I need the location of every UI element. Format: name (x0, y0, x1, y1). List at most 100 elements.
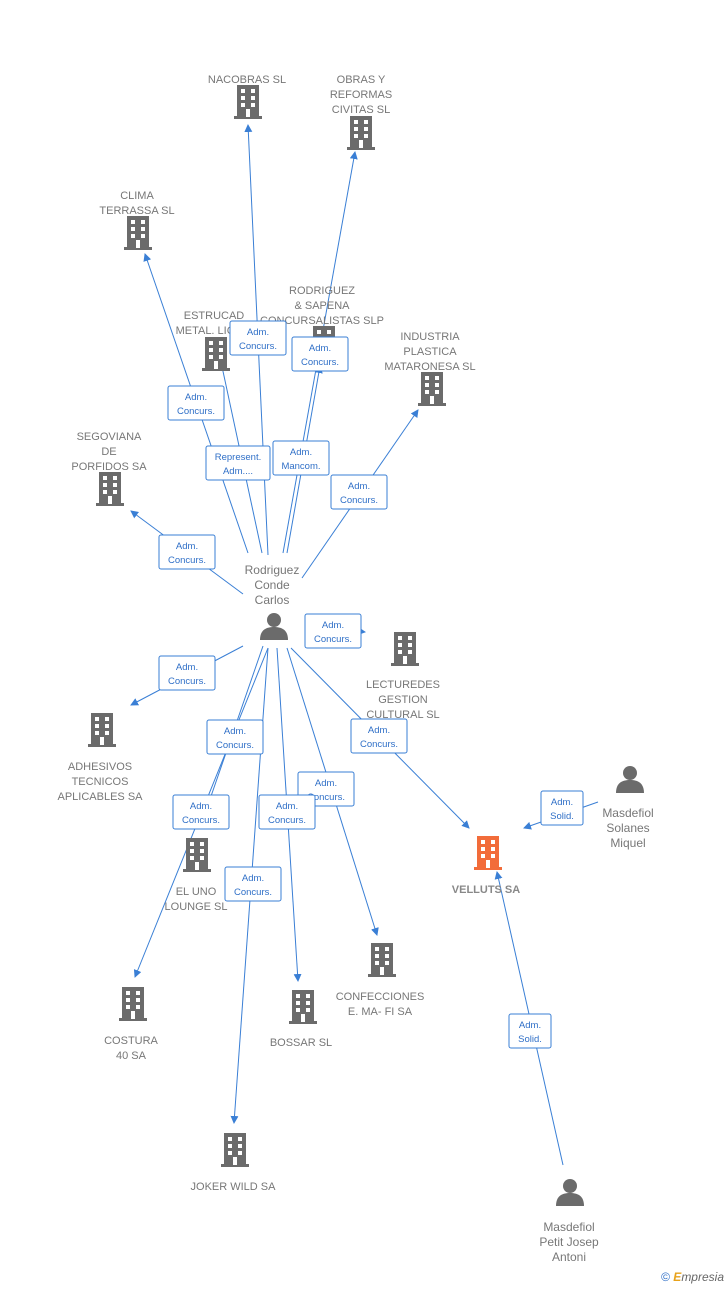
edge-label-text: Represent. (215, 452, 261, 463)
person-icon (260, 613, 288, 640)
edge-label-text: Adm. (322, 620, 344, 631)
edge-label-text: Adm. (315, 778, 337, 789)
company-label-nacobras: NACOBRAS SL (208, 74, 286, 86)
edge-label-text: Concurs. (307, 792, 345, 803)
edge-label-box (350, 718, 408, 754)
company-node-velluts[interactable]: VELLUTS SA (452, 836, 521, 896)
edge-label-text: Adm. (368, 725, 390, 736)
edge-label-text: Adm. (176, 541, 198, 552)
edge-label-text: Concurs. (268, 815, 306, 826)
company-label-industria: MATARONESA SL (384, 361, 475, 373)
company-label-industria: INDUSTRIA (400, 331, 460, 343)
company-node-segoviana[interactable]: SEGOVIANA DE PORFIDOS SA (71, 431, 147, 506)
brand-logo-initial: E (673, 1270, 682, 1284)
edge-label-text: Concurs. (177, 406, 215, 417)
edge-label-text: Concurs. (314, 634, 352, 645)
company-label-lecturedes: GESTION (378, 694, 428, 706)
edge-label-text: Concurs. (360, 739, 398, 750)
company-label-rodriguez-sapena: RODRIGUEZ (289, 285, 355, 297)
building-icon (124, 216, 152, 250)
edge-label-text: Solid. (550, 811, 574, 822)
person-label-masdefiol-petit: Masdefiol (543, 1220, 594, 1234)
company-label-segoviana: SEGOVIANA (77, 431, 142, 443)
building-icon (202, 337, 230, 371)
company-label-confecciones: CONFECCIONES (336, 991, 425, 1003)
footer-brand[interactable]: © Empresia (661, 1270, 724, 1284)
edge-label-text: Concurs. (301, 357, 339, 368)
edge-label-solanes-velluts[interactable]: Adm.Solid. (540, 790, 584, 826)
edge-label-text: Concurs. (182, 815, 220, 826)
company-node-bossar[interactable]: BOSSAR SL (270, 990, 332, 1049)
edge-label-text: Adm. (242, 873, 264, 884)
building-icon (474, 836, 502, 870)
edge-label-industria[interactable]: Adm.Concurs. (330, 474, 388, 510)
person-label-rodriguez: Carlos (255, 593, 290, 607)
edge-label-box (158, 534, 216, 570)
company-label-obras: CIVITAS SL (332, 104, 390, 116)
person-label-masdefiol-petit: Petit Josep (539, 1235, 599, 1249)
edge-label-obras[interactable]: Adm.Concurs. (291, 336, 349, 372)
edge-label-text: Solid. (518, 1034, 542, 1045)
company-label-rodriguez-sapena: CONCURSALISTAS SLP (260, 315, 384, 327)
company-label-confecciones: E. MA- FI SA (348, 1006, 413, 1018)
company-node-lecturedes[interactable]: LECTUREDES GESTION CULTURAL SL (366, 632, 440, 721)
edge-label-rodriguez-sapena[interactable]: Adm.Mancom. (272, 440, 330, 476)
edge-label-clima[interactable]: Adm.Concurs. (167, 385, 225, 421)
edge-label-el-uno-b[interactable]: Adm. Concurs. (172, 794, 230, 830)
company-label-el-uno: LOUNGE SL (165, 901, 228, 913)
edge-label-el-uno-a[interactable]: Adm.Concurs. (206, 719, 264, 755)
edge-label-lecturedes[interactable]: Adm. Concurs. (304, 613, 362, 649)
edge-label-text: Concurs. (239, 341, 277, 352)
building-icon (96, 472, 124, 506)
person-icon (616, 766, 644, 793)
company-node-nacobras[interactable]: NACOBRAS SL (208, 74, 286, 119)
company-label-lecturedes: LECTUREDES (366, 679, 440, 691)
person-label-rodriguez: Rodriguez (245, 563, 300, 577)
person-icon (556, 1179, 584, 1206)
edge-label-text: Adm. (276, 801, 298, 812)
company-label-segoviana: DE (101, 446, 116, 458)
company-label-bossar: BOSSAR SL (270, 1037, 332, 1049)
edge-label-velluts[interactable]: Adm. Concurs. (350, 718, 408, 754)
company-label-lecturedes: CULTURAL SL (366, 709, 439, 721)
edge-label-bossar[interactable]: Adm. Concurs. (258, 794, 316, 830)
edge-label-box (167, 385, 225, 421)
edge-label-petit-velluts[interactable]: Adm. Solid. (508, 1013, 552, 1049)
edge-label-text: Adm. (176, 662, 198, 673)
person-label-masdefiol-solanes: Masdefiol (602, 806, 653, 820)
company-label-adhesivos: APLICABLES SA (58, 791, 144, 803)
edge-label-joker[interactable]: Adm.Concurs. (224, 866, 282, 902)
edge-label-segoviana[interactable]: Adm.Concurs. (158, 534, 216, 570)
person-label-masdefiol-solanes: Solanes (606, 821, 649, 835)
edge-label-box (304, 613, 362, 649)
edge-label-box (291, 336, 349, 372)
building-icon (183, 838, 211, 872)
edge-label-text: Adm. (247, 327, 269, 338)
company-label-clima: CLIMA (120, 190, 154, 202)
company-label-obras: OBRAS Y (337, 74, 386, 86)
company-node-joker[interactable]: JOKER WILD SA (191, 1133, 277, 1193)
company-node-confecciones[interactable]: CONFECCIONES E. MA- FI SA (336, 943, 425, 1018)
edge-label-box (508, 1013, 552, 1049)
copyright-symbol: © (661, 1270, 670, 1284)
edge-label-nacobras[interactable]: Adm. Concurs. (229, 320, 287, 356)
edge-label-text: Adm. (519, 1020, 541, 1031)
edge-label-adhesivos[interactable]: Adm.Concurs. (158, 655, 216, 691)
building-icon (391, 632, 419, 666)
edge-label-estrucad[interactable]: Represent.Adm.... (205, 445, 271, 481)
building-icon (88, 713, 116, 747)
company-label-segoviana: PORFIDOS SA (71, 461, 147, 473)
edge-label-text: Adm. (190, 801, 212, 812)
